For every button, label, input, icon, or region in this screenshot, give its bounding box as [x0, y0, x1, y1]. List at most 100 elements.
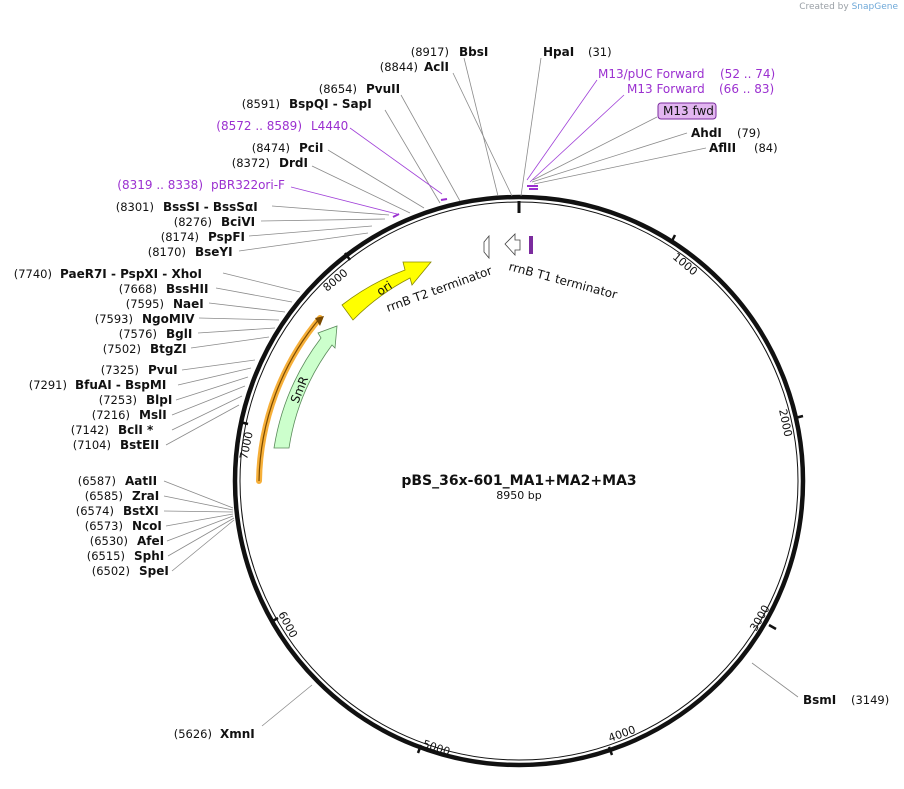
primer-labels: M13/pUC Forward (52 .. 74) M13 Forward (… [117, 67, 775, 192]
leader-zrai [163, 495, 234, 511]
pos-bcli: (7142) [71, 423, 109, 437]
primer-mark-pbr322 [392, 213, 400, 218]
enz-drdi: DrdI [279, 156, 308, 170]
leader-acli [452, 72, 513, 197]
enz-bsshii: BssHII [166, 282, 208, 296]
leader-bsssi [271, 205, 390, 216]
primer-l4440-pos: (8572 .. 8589) [216, 119, 302, 133]
leader-btgzi [190, 336, 270, 349]
tick-label-1000: 1000 [670, 250, 700, 278]
leader-sphi [167, 517, 235, 557]
leader-bsmi [751, 662, 799, 698]
top-enzyme-labels: (8917) BbsI (8844) AclI (8654) PvuII (85… [116, 45, 778, 259]
pos-drdi: (8372) [232, 156, 270, 170]
pos-afei: (6530) [90, 534, 128, 548]
left-leader-lines [163, 272, 799, 727]
enz-bcivi: BciVI [221, 215, 255, 229]
backbone-circle [232, 194, 806, 768]
pos-ahdi: (79) [737, 126, 761, 140]
credit-prefix: Created by [799, 2, 849, 12]
pos-pcii: (8474) [252, 141, 290, 155]
orange-feature-arrowhead [315, 316, 324, 326]
leader-pvuii [400, 94, 461, 202]
leader-ahdi [531, 132, 688, 183]
leader-aflii [533, 147, 707, 185]
enz-pcii: PciI [299, 141, 324, 155]
leader-pspfi [248, 225, 373, 237]
leader-bstxi [163, 510, 234, 513]
enz-acli: AclI [424, 60, 449, 74]
tick-mark-7000 [239, 420, 249, 426]
leader-bsshii [215, 287, 293, 303]
pos-bbsi: (8917) [411, 45, 449, 59]
smr-label: SmR [288, 374, 311, 405]
primer-marks [392, 185, 538, 218]
pos-bsteii: (7104) [73, 438, 111, 452]
pos-spei: (6502) [92, 564, 130, 578]
enz-btgzi: BtgZI [150, 342, 187, 356]
enz-bsssi: BssSI - BssSαI [163, 200, 258, 214]
leader-hpai [520, 57, 542, 197]
primer-mark-l4440 [440, 198, 448, 201]
primer-m13-box[interactable] [657, 102, 717, 120]
enz-pspfi: PspFI [208, 230, 245, 244]
leader-pbr322 [290, 186, 398, 215]
tick-label-7000: 7000 [237, 431, 256, 461]
enz-hpai: HpaI [543, 45, 574, 59]
purple-feature-mark [529, 236, 533, 254]
pos-bsmi: (3149) [851, 693, 889, 707]
terminator-t2-glyph [483, 234, 490, 260]
tick-mark-8000 [343, 252, 352, 261]
enz-pvui: PvuI [148, 363, 178, 377]
pos-blpi: (7253) [99, 393, 137, 407]
plasmid-name: pBS_36x-601_MA1+MA2+MA3 [401, 473, 636, 489]
leader-afei [166, 515, 234, 542]
pos-ngomiv: (7593) [95, 312, 133, 326]
leader-drdi [311, 165, 411, 214]
terminator-t2-arrow [483, 234, 490, 260]
pos-aflii: (84) [754, 141, 778, 155]
pos-bspqi: (8591) [242, 97, 280, 111]
leader-bbsi [463, 57, 499, 197]
enz-spei: SpeI [139, 564, 169, 578]
leader-m13puc [526, 79, 598, 181]
pos-xmni: (5626) [174, 727, 212, 741]
leader-pcii [327, 149, 425, 209]
enz-ahdi: AhdI [691, 126, 722, 140]
tick-mark-1000 [669, 234, 677, 244]
enz-xmni: XmnI [220, 727, 255, 741]
leader-bspqi [384, 109, 441, 204]
enz-ncoi: NcoI [132, 519, 162, 533]
tick-mark-6000 [270, 616, 279, 624]
primer-m13puc-pos: (52 .. 74) [720, 67, 775, 81]
pos-naei: (7595) [126, 297, 164, 311]
pos-zrai: (6585) [85, 489, 123, 503]
enz-bspqi: BspQI - SapI [289, 97, 372, 111]
leader-pvui [181, 359, 256, 371]
leader-bcivi [260, 218, 386, 222]
leader-bsteii [165, 404, 240, 446]
enz-afei: AfeI [137, 534, 164, 548]
tick-mark-4000 [607, 746, 614, 756]
enz-bsteii: BstEII [120, 438, 159, 452]
leader-bcli [171, 395, 243, 431]
leader-aatii [163, 480, 234, 509]
enz-bseyi: BseYI [195, 245, 233, 259]
tick-label-5000: 5000 [421, 737, 452, 758]
tick-mark-2000 [794, 414, 804, 420]
enz-bsmi: BsmI [803, 693, 836, 707]
orange-feature-core [258, 317, 321, 482]
pos-bstxi: (6574) [76, 504, 114, 518]
leader-msli [171, 385, 246, 416]
primer-pbr322-name: pBR322ori-F [211, 178, 285, 192]
enz-bstxi: BstXI [123, 504, 159, 518]
enz-blpi: BlpI [146, 393, 172, 407]
enz-naei: NaeI [173, 297, 204, 311]
primer-m13-box-label: M13 fwd [663, 104, 714, 118]
enz-bcli: BclI * [118, 423, 154, 437]
snapgene-credit: Created by SnapGene [799, 2, 898, 12]
enz-pvuii: PvuII [366, 82, 400, 96]
primer-m13puc-name: M13/pUC Forward [598, 67, 705, 81]
left-enzyme-labels: (7740) PaeR7I - PspXI - XhoI (7668) BssH… [14, 267, 890, 741]
tick-mark-3000 [768, 623, 777, 631]
